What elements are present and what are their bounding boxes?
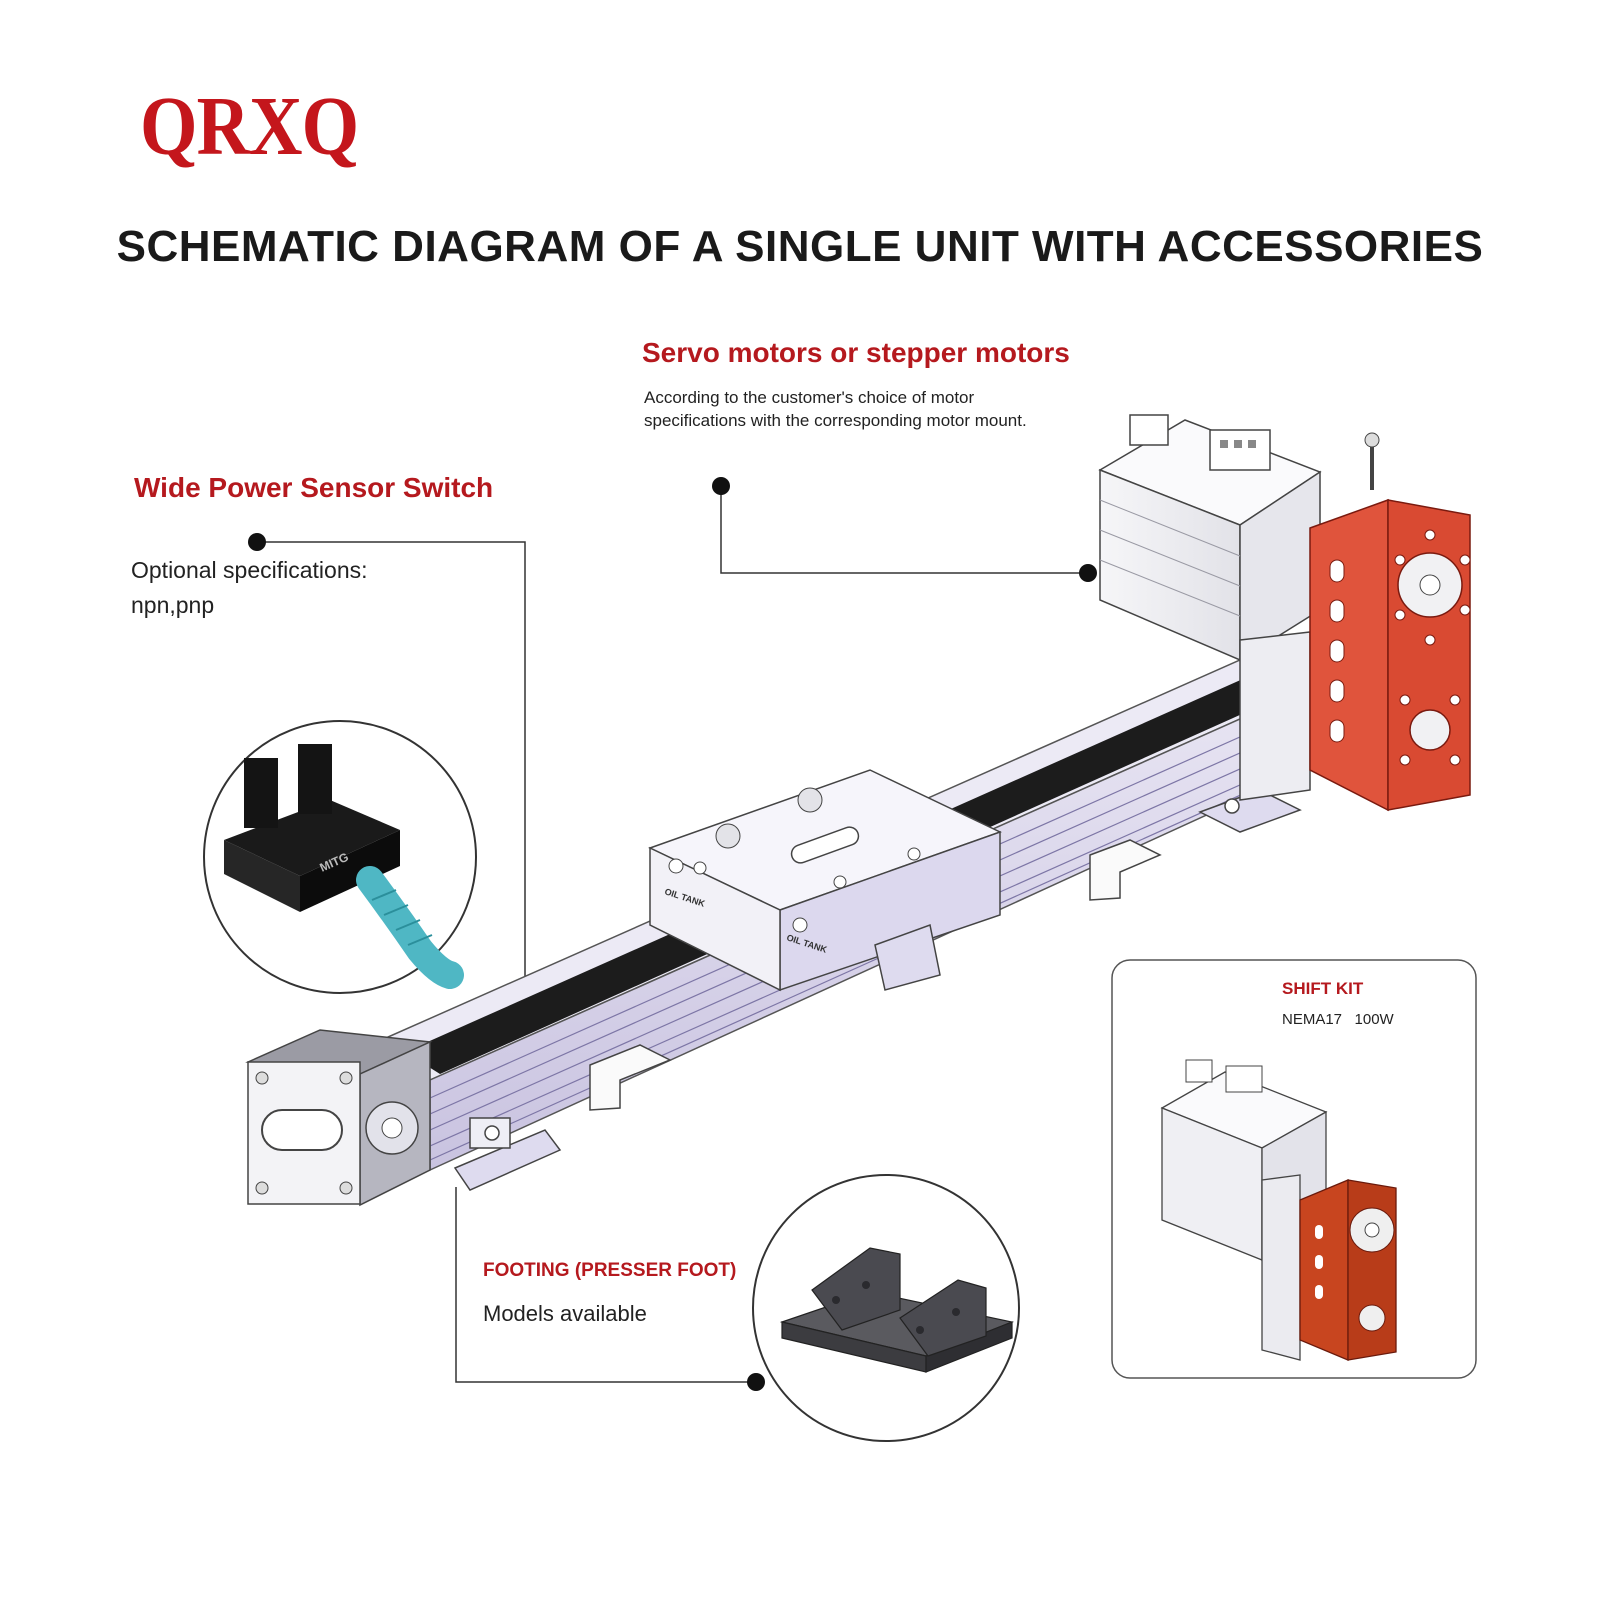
motor-dot-end — [1079, 564, 1097, 582]
rail-sensor-brackets — [453, 789, 1302, 1191]
footing-description: Models available — [483, 1301, 647, 1326]
motor-assembly — [1098, 414, 1471, 812]
shift-kit-heading: SHIFT KIT — [1282, 979, 1364, 998]
footing-closeup — [752, 1174, 1020, 1442]
footing-heading: FOOTING (PRESSER FOOT) — [483, 1260, 737, 1281]
shift-kit-panel — [1111, 959, 1477, 1379]
sensor-callout-heading: Wide Power Sensor Switch — [134, 472, 494, 503]
motor-dot-start — [712, 477, 730, 495]
sensor-cable — [356, 866, 464, 989]
motor-mount-plate-front — [1309, 498, 1389, 812]
shift-kit-mount-side — [1347, 1179, 1397, 1361]
motor-callout-description: According to the customer's choice of mo… — [644, 386, 1064, 432]
sensor-base — [224, 800, 400, 876]
slide-carriage: OIL TANK OIL TANK — [648, 769, 1002, 992]
motor-connector-2 — [1209, 429, 1271, 471]
sensor-fork-right — [298, 744, 332, 814]
footing-wall-front — [899, 1279, 987, 1357]
footing-dot-end — [747, 1373, 765, 1391]
sensor-fork-left — [244, 758, 278, 828]
leader-lines — [257, 486, 1088, 1383]
brand-logo: QRXQ — [140, 80, 359, 173]
motor-leader-line — [720, 486, 1088, 574]
page-title: SCHEMATIC DIAGRAM OF A SINGLE UNIT WITH … — [116, 222, 1484, 271]
sensor-callout-description: Optional specifications: npn,pnp — [131, 553, 368, 623]
motor-callout-heading: Servo motors or stepper motors — [642, 337, 1070, 368]
footing-leader-line — [455, 1187, 756, 1383]
end-cap-slot — [261, 1109, 343, 1151]
rail-end-cap — [245, 1029, 433, 1207]
motor-description-line2: specifications with the corresponding mo… — [644, 411, 1027, 430]
sensor-leader-line — [257, 541, 526, 1108]
carriage-slot — [790, 826, 860, 864]
sensor-spec-line2: npn,pnp — [131, 592, 215, 618]
sensor-dot-start — [248, 533, 266, 551]
mount-bore-lower — [1409, 709, 1451, 751]
motor-description-line1: According to the customer's choice of mo… — [644, 388, 975, 407]
sensor-closeup: MITG — [203, 720, 477, 994]
motor-connector-1 — [1129, 414, 1169, 446]
carriage-side — [649, 846, 781, 992]
footing-wall-back — [811, 1247, 901, 1331]
shift-kit-spec: NEMA17 100W — [1282, 1011, 1394, 1028]
sensor-spec-line1: Optional specifications: — [131, 557, 368, 583]
shift-kit-mount-front — [1299, 1179, 1349, 1361]
